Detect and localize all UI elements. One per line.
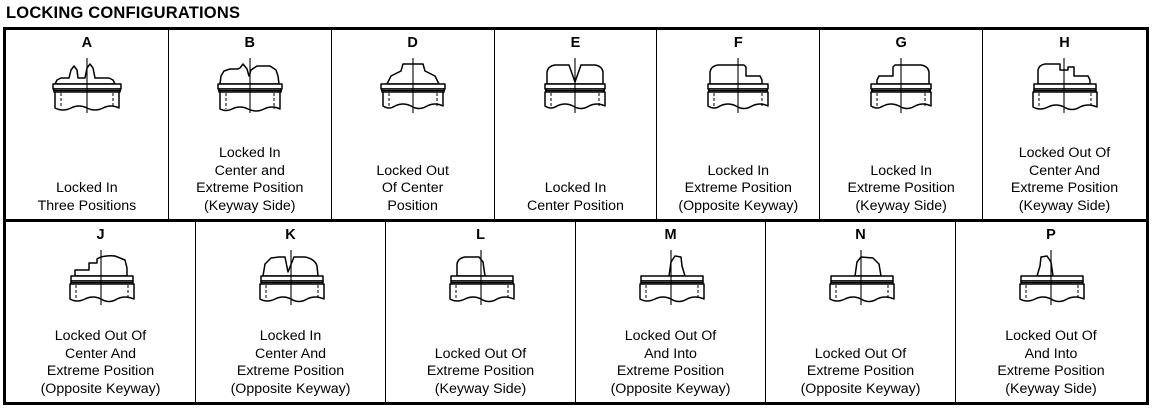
config-letter: K	[285, 227, 296, 243]
config-cell-g[interactable]: G	[820, 30, 984, 219]
config-letter: H	[1059, 35, 1070, 51]
config-diagram-narrow-tab-right-flat-body	[625, 246, 717, 308]
config-caption: Locked Out Of Extreme Position (Opposite…	[800, 345, 921, 397]
config-cell-e[interactable]: E	[494, 30, 658, 219]
config-diagram-low-left-hump-flat-body	[435, 246, 527, 308]
config-letter: M	[664, 227, 677, 243]
config-letter: N	[855, 227, 866, 243]
config-diagram-narrow-v-notch-wide-shoulders	[245, 246, 337, 308]
config-letter: A	[81, 35, 93, 51]
table-row: J	[6, 219, 1146, 402]
config-diagram-narrow-tab-left-flat-body	[1005, 246, 1097, 308]
config-caption: Locked Out Of Extreme Position (Keyway S…	[426, 345, 535, 397]
config-caption: Locked In Extreme Position (Opposite Key…	[678, 162, 799, 214]
config-cell-b[interactable]: B	[168, 30, 332, 219]
config-cell-m[interactable]: M	[576, 222, 766, 402]
config-cell-h[interactable]: H	[983, 30, 1146, 219]
config-cell-k[interactable]: K	[196, 222, 386, 402]
config-diagram-step-notch-right-block	[55, 246, 147, 308]
config-caption: Locked Out Of Center And Extreme Positio…	[40, 328, 161, 397]
config-diagram-rounded-top-center-v-notch	[529, 54, 621, 116]
config-diagram-step-right-shoulder	[692, 54, 784, 116]
config-diagram-flat-top-center-stem	[367, 54, 459, 116]
config-diagram-double-step-left-notch	[1018, 54, 1110, 116]
config-caption: Locked Out Of Center And Extreme Positio…	[1010, 145, 1119, 214]
config-diagram-slanted-hump-right-flat-body	[815, 246, 907, 308]
config-caption: Locked In Center and Extreme Position (K…	[196, 145, 304, 214]
config-diagram-twin-peak-v-notch-symmetric	[41, 54, 133, 116]
config-letter: B	[244, 35, 255, 51]
config-cell-p[interactable]: P	[956, 222, 1146, 402]
config-caption: Locked In Center And Extreme Position (O…	[230, 328, 351, 397]
config-letter: G	[895, 35, 907, 51]
config-letter: L	[476, 227, 485, 243]
config-letter: D	[407, 35, 418, 51]
config-cell-a[interactable]: A	[6, 30, 169, 219]
table-row: A	[6, 30, 1146, 219]
config-letter: F	[733, 35, 743, 51]
config-caption: Locked Out Of And Into Extreme Position …	[610, 328, 731, 397]
config-cell-j[interactable]: J	[6, 222, 196, 402]
config-letter: P	[1046, 227, 1056, 243]
config-diagram-step-left-shoulder	[855, 54, 947, 116]
config-cell-f[interactable]: F	[657, 30, 821, 219]
config-caption: Locked Out Of Center Position	[376, 162, 449, 214]
config-letter: E	[570, 35, 581, 51]
config-caption: Locked In Extreme Position (Keyway Side)	[847, 162, 955, 214]
config-caption: Locked In Three Positions	[37, 180, 137, 214]
page-title: LOCKING CONFIGURATIONS	[6, 4, 241, 22]
config-letter: J	[96, 227, 105, 243]
config-caption: Locked Out Of And Into Extreme Position …	[997, 328, 1105, 397]
config-cell-n[interactable]: N	[766, 222, 956, 402]
config-cell-l[interactable]: L	[386, 222, 576, 402]
config-caption: Locked In Center Position	[526, 180, 624, 214]
locking-configurations-table: A	[3, 27, 1149, 405]
config-cell-d[interactable]: D	[331, 30, 495, 219]
config-diagram-peak-left-slope-right	[204, 54, 296, 116]
